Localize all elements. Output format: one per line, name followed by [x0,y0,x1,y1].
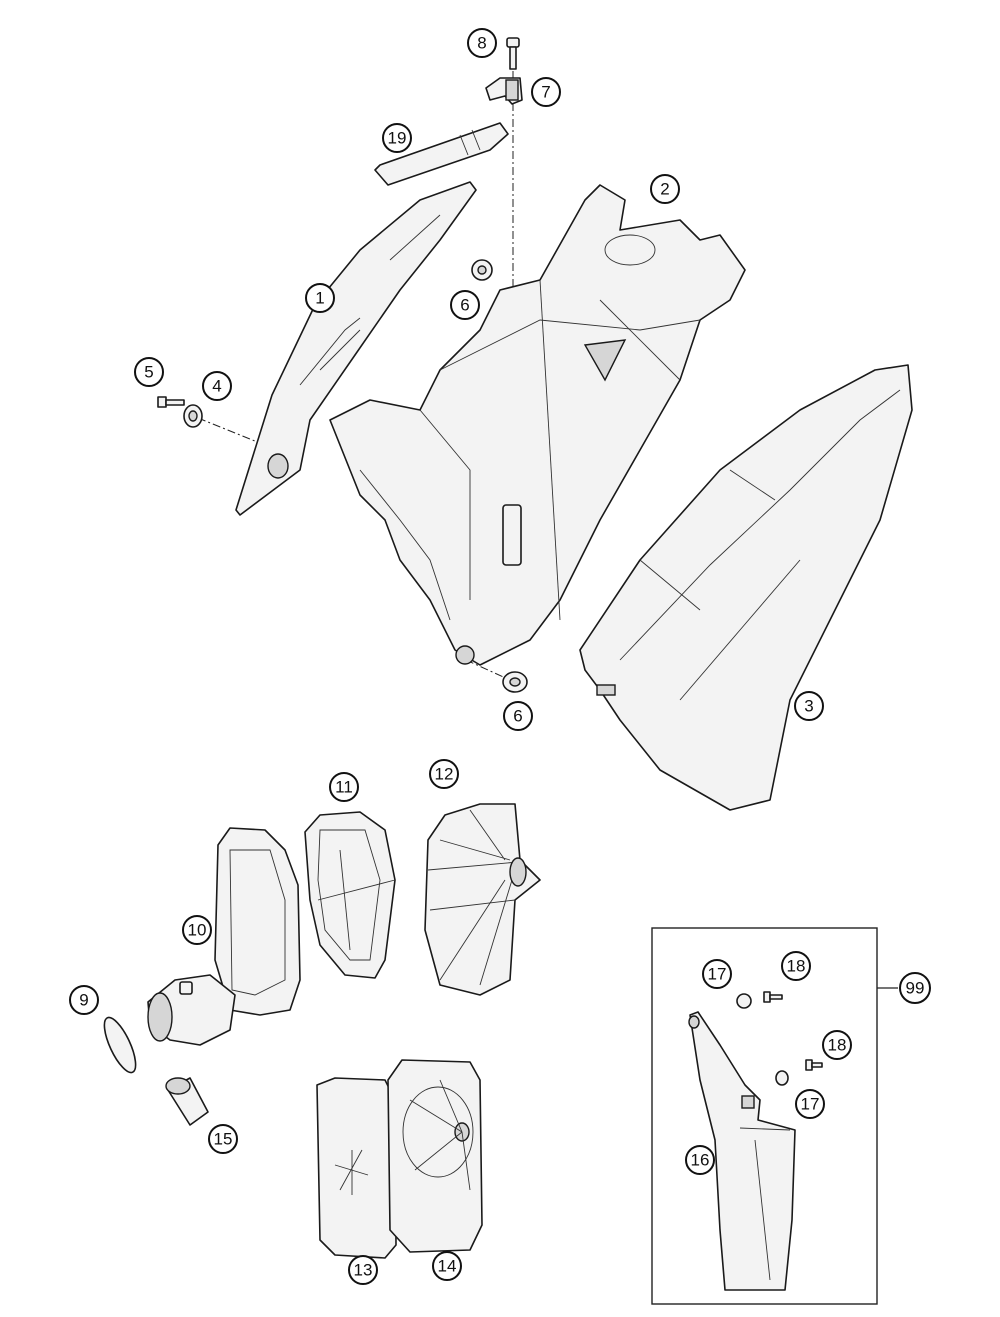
svg-text:11: 11 [335,778,353,797]
svg-text:3: 3 [804,697,813,716]
callout-11: 11 [329,772,359,802]
callout-18-upper: 18 [781,951,811,981]
svg-text:1: 1 [315,289,324,308]
part-13-filter-cover [316,1077,397,1259]
svg-text:99: 99 [906,979,925,998]
svg-text:6: 6 [513,707,522,726]
callout-15: 15 [208,1124,238,1154]
callout-99: 99 [899,972,931,1004]
svg-text:15: 15 [214,1130,233,1149]
part-17-washer-lower [775,1070,789,1086]
svg-text:5: 5 [144,363,153,382]
callout-16: 16 [685,1145,715,1175]
part-6-grommet-top [471,259,493,281]
callout-2: 2 [650,174,680,204]
svg-text:9: 9 [79,991,88,1010]
svg-text:8: 8 [477,34,486,53]
callout-13: 13 [348,1255,378,1285]
svg-text:4: 4 [212,377,221,396]
part-17-washer-upper [736,993,752,1009]
svg-text:6: 6 [460,296,469,315]
svg-text:17: 17 [708,965,727,984]
part-9-hose-clamp [103,1016,137,1074]
callout-10: 10 [182,915,212,945]
part-14-filter-grille [387,1059,483,1253]
part-11-filter-cage [304,811,396,979]
part-15-sleeve [165,1077,209,1126]
callout-19: 19 [382,123,412,153]
svg-text:18: 18 [787,957,806,976]
part-6-grommet-bottom [502,671,528,693]
part-10-intake-boot [147,827,301,1046]
part-19-clamp [374,122,509,186]
svg-text:7: 7 [541,83,550,102]
part-16-guard [688,1011,796,1291]
part-5-screw [157,396,185,408]
svg-text:10: 10 [188,921,207,940]
svg-text:17: 17 [801,1095,820,1114]
svg-text:14: 14 [438,1257,457,1276]
part-8-screw [506,37,520,70]
callout-1: 1 [305,283,335,313]
callout-5: 5 [134,357,164,387]
kit-99-frame [651,927,878,1305]
callout-17-upper: 17 [702,959,732,989]
callout-6-top: 6 [450,290,480,320]
svg-text:13: 13 [354,1261,373,1280]
callout-14: 14 [432,1251,462,1281]
svg-text:19: 19 [388,129,407,148]
callout-8: 8 [467,28,497,58]
callout-17-lower: 17 [795,1089,825,1119]
part-2-airbox [329,184,746,666]
part-7-clip [485,77,523,105]
svg-text:18: 18 [828,1036,847,1055]
svg-text:16: 16 [691,1151,710,1170]
callout-6-bottom: 6 [503,701,533,731]
part-18-screw-lower [805,1059,823,1071]
callout-12: 12 [429,759,459,789]
callout-18-lower: 18 [822,1030,852,1060]
part-4-bushing [183,404,203,428]
assembly-axis-bottom-nut [465,659,511,681]
part-18-screw-upper [763,991,783,1003]
part-12-air-filter [424,803,541,996]
callout-4: 4 [202,371,232,401]
callout-7: 7 [531,77,561,107]
callout-9: 9 [69,985,99,1015]
svg-text:12: 12 [435,765,454,784]
svg-text:2: 2 [660,180,669,199]
callout-3: 3 [794,691,824,721]
part-3-side-cover-right [579,364,913,811]
